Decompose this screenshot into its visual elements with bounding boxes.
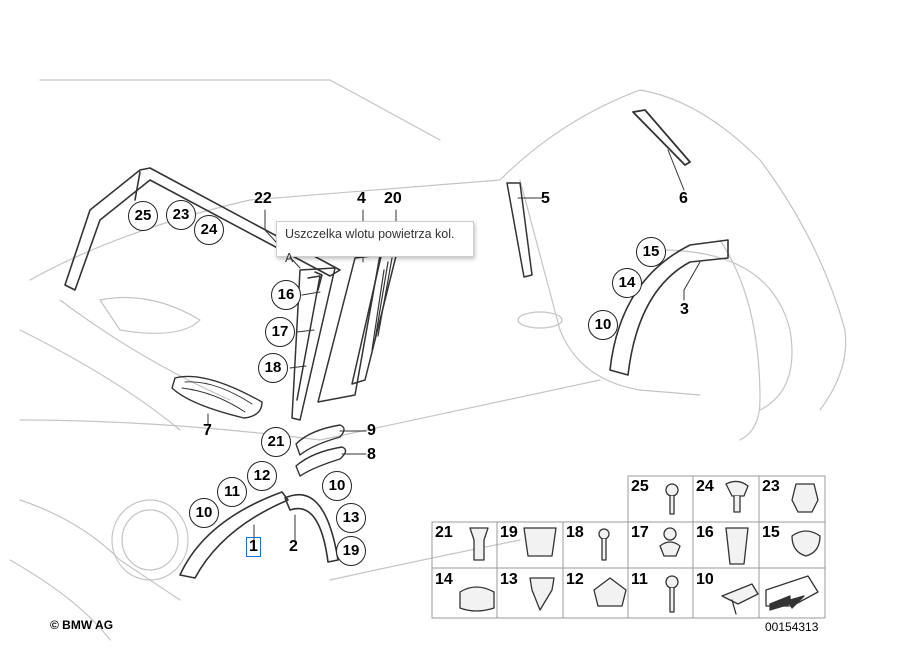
- grid-label-10[interactable]: 10: [696, 571, 714, 588]
- callout-18[interactable]: 18: [258, 353, 288, 383]
- diagram-id: 00154313: [765, 620, 819, 634]
- grid-label-19[interactable]: 19: [500, 524, 518, 541]
- label-6[interactable]: 6: [679, 190, 688, 207]
- grid-label-21[interactable]: 21: [435, 524, 453, 541]
- callout-10-rear[interactable]: 10: [588, 310, 618, 340]
- grid-label-12[interactable]: 12: [566, 571, 584, 588]
- callout-11[interactable]: 11: [217, 477, 247, 507]
- callout-24[interactable]: 24: [194, 215, 224, 245]
- callout-13[interactable]: 13: [336, 503, 366, 533]
- label-1-selected[interactable]: 1: [246, 537, 261, 557]
- callout-15[interactable]: 15: [636, 237, 666, 267]
- grid-label-11[interactable]: 11: [631, 571, 648, 588]
- callout-14[interactable]: 14: [612, 268, 642, 298]
- callout-10-right[interactable]: 10: [322, 471, 352, 501]
- callout-17[interactable]: 17: [265, 317, 295, 347]
- grid-label-25[interactable]: 25: [631, 478, 649, 495]
- callout-12[interactable]: 12: [247, 461, 277, 491]
- label-4[interactable]: 4: [357, 190, 366, 207]
- grid-label-23[interactable]: 23: [762, 478, 780, 495]
- grid-label-15[interactable]: 15: [762, 524, 780, 541]
- label-9[interactable]: 9: [367, 422, 376, 439]
- grid-label-16[interactable]: 16: [696, 524, 714, 541]
- label-8[interactable]: 8: [367, 446, 376, 463]
- callout-19[interactable]: 19: [336, 536, 366, 566]
- callout-21[interactable]: 21: [261, 427, 291, 457]
- label-2[interactable]: 2: [289, 538, 298, 555]
- label-22[interactable]: 22: [254, 190, 272, 207]
- grid-label-24[interactable]: 24: [696, 478, 714, 495]
- label-20[interactable]: 20: [384, 190, 402, 207]
- callout-16[interactable]: 16: [271, 280, 301, 310]
- grid-label-18[interactable]: 18: [566, 524, 584, 541]
- part-tooltip: Uszczelka wlotu powietrza kol. A: [276, 221, 474, 265]
- grid-label-14[interactable]: 14: [435, 571, 453, 588]
- callout-23[interactable]: 23: [166, 200, 196, 230]
- label-7[interactable]: 7: [203, 422, 212, 439]
- label-3[interactable]: 3: [680, 301, 689, 318]
- callout-10-left[interactable]: 10: [189, 498, 219, 528]
- grid-label-13[interactable]: 13: [500, 571, 518, 588]
- callout-25[interactable]: 25: [128, 201, 158, 231]
- label-5[interactable]: 5: [541, 190, 550, 207]
- copyright-text: © BMW AG: [50, 618, 114, 632]
- grid-label-17[interactable]: 17: [631, 524, 649, 541]
